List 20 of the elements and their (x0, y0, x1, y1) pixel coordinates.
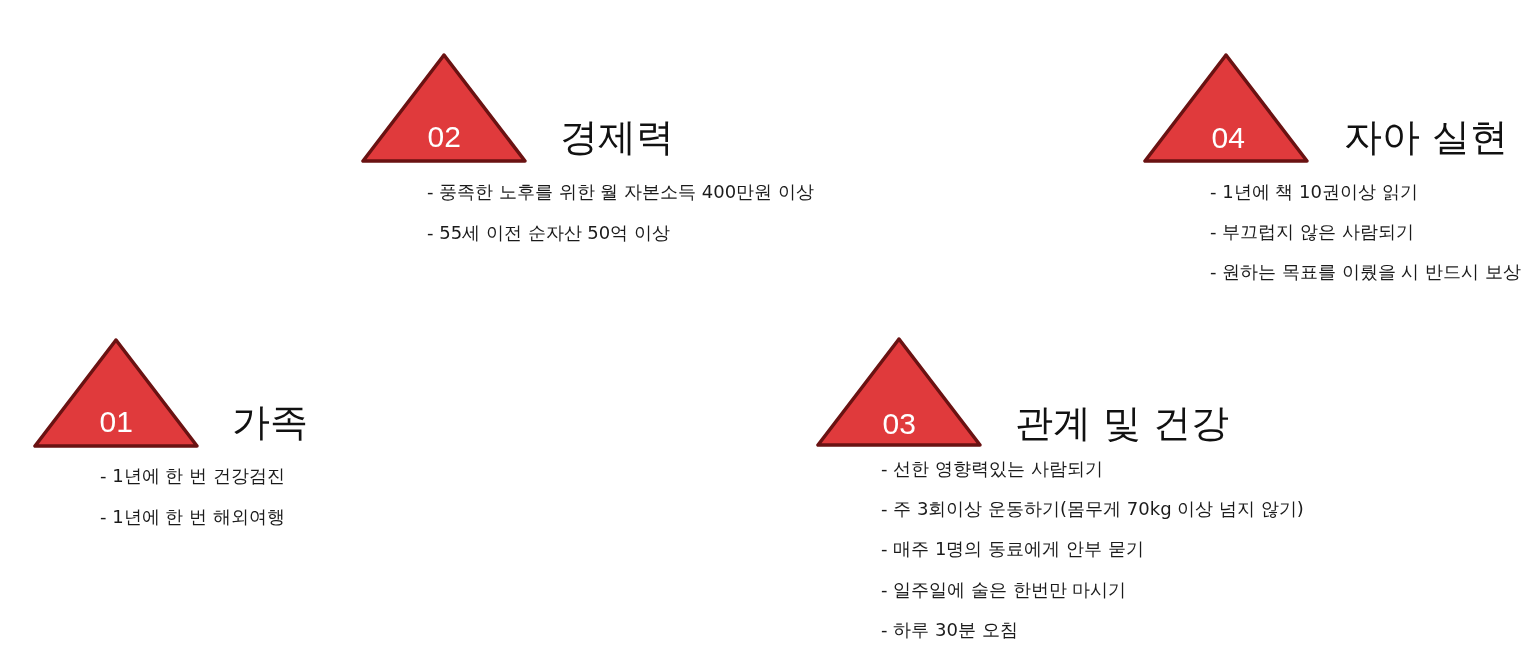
heading: 가족 (232, 400, 308, 444)
bullet-text: - 선한 영향력있는 사람되기 (881, 458, 1103, 480)
bullet-text: - 1년에 한 번 건강검진 (100, 465, 285, 487)
bullet-text: - 하루 30분 오침 (881, 618, 1018, 641)
step-number: 02 (427, 120, 461, 154)
step-number: 01 (99, 405, 133, 439)
step-number: 03 (882, 407, 916, 441)
bullet-text: - 1년에 책 10권이상 읽기 (1210, 181, 1418, 203)
heading: 관계 및 건강 (1015, 401, 1230, 445)
bullet-text: - 매주 1명의 동료에게 안부 묻기 (881, 538, 1144, 561)
bullet-text: - 원하는 목표를 이뤘을 시 반드시 보상 (1210, 261, 1521, 283)
heading: 자아 실현 (1344, 115, 1509, 159)
bullet-text: - 부끄럽지 않은 사람되기 (1210, 221, 1414, 243)
bullet-text: - 주 3회이상 운동하기(몸무게 70kg 이상 넘지 않기) (881, 498, 1304, 521)
step-number: 04 (1211, 121, 1245, 155)
bullet-text: - 1년에 한 번 해외여행 (100, 506, 285, 528)
bullet-text: - 일주일에 술은 한번만 마시기 (881, 578, 1127, 601)
bullet-text: - 풍족한 노후를 위한 월 자본소득 400만원 이상 (427, 181, 814, 203)
heading: 경제력 (560, 115, 674, 159)
bullet-text: - 55세 이전 순자산 50억 이상 (427, 221, 670, 244)
